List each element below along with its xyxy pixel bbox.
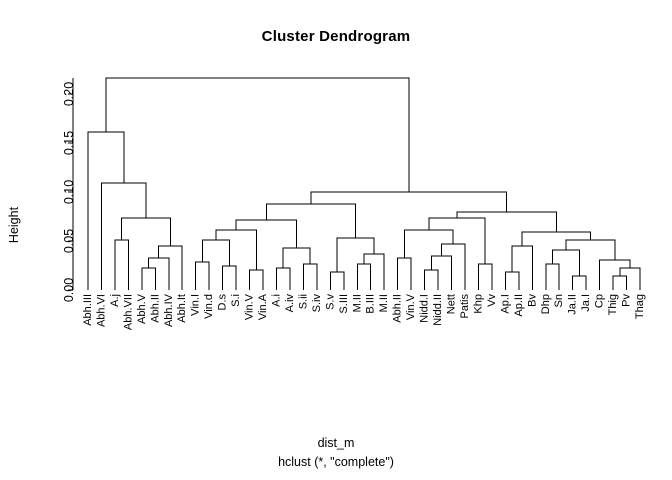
dendrogram-link — [511, 245, 533, 290]
leaf-label: Vin.V — [405, 293, 417, 320]
dendrogram-link — [565, 239, 616, 260]
dendrogram-link — [101, 182, 147, 290]
dendrogram-link — [428, 217, 486, 264]
leaf-label: Thag — [634, 294, 646, 319]
dendrogram-link — [87, 131, 125, 290]
leaf-label: Sn — [553, 294, 565, 307]
leaf-label: M.II — [351, 294, 363, 312]
leaf-label: Abh.II — [392, 294, 404, 323]
dendrogram-link — [310, 191, 508, 212]
dendrogram-link — [105, 77, 410, 192]
dendrogram-link — [276, 267, 291, 290]
y-axis: 0.00 0.05 0.10 0.15 0.20 — [62, 78, 76, 302]
leaf-label: S.i — [230, 294, 242, 307]
leaf-label: Khp — [472, 294, 484, 314]
leaf-label: Vin.A — [257, 293, 269, 320]
leaf-label: Patis — [459, 294, 471, 319]
dendrogram-link — [121, 217, 171, 246]
dendrogram-link — [440, 243, 466, 290]
x-axis-label: dist_m — [317, 436, 355, 450]
dendrogram-link — [201, 239, 230, 266]
dendrogram-link — [141, 267, 156, 290]
leaf-label: Ja.I — [580, 294, 592, 312]
leaf-label: A.i — [271, 294, 283, 307]
leaf-label: Vin.I — [190, 294, 202, 316]
dendrogram-link — [521, 231, 591, 246]
dendrogram-link — [504, 271, 520, 290]
leaf-label: A.j — [109, 294, 121, 307]
leaf-label: Dhp — [540, 294, 552, 314]
x-axis-sublabel: hclust (*, "complete") — [278, 455, 394, 469]
dendrogram-link — [619, 267, 641, 290]
leaf-label: B.III — [365, 294, 377, 314]
dendrogram-link — [397, 257, 412, 290]
leaf-label: Thig — [607, 294, 619, 315]
leaf-label: Abh.III — [82, 294, 94, 326]
dendrogram-link — [599, 259, 631, 290]
page-title: Cluster Dendrogram — [261, 28, 411, 45]
leaf-label: Ap.I — [499, 294, 511, 314]
leaf-label: Vin.V — [244, 293, 256, 320]
leaf-label: S.iv — [311, 294, 323, 313]
ytick-3: 0.15 — [62, 131, 76, 155]
dendrogram-link — [424, 269, 439, 290]
dendrogram-tree — [87, 77, 641, 290]
dendrogram-link — [265, 203, 357, 238]
dendrogram-link — [477, 263, 493, 290]
dendrogram-link — [336, 237, 375, 272]
ytick-1: 0.05 — [62, 229, 76, 253]
leaf-label: Abh.II — [149, 294, 161, 323]
dendrogram-link — [403, 229, 454, 258]
leaf-label: Ap.II — [513, 294, 525, 317]
leaf-label: Nidd.II — [432, 294, 444, 326]
dendrogram-link — [222, 265, 237, 290]
dendrogram-link — [572, 275, 587, 290]
leaf-label: Nidd.I — [419, 294, 431, 323]
dendrogram-link — [249, 269, 264, 290]
dendrogram-link — [302, 263, 318, 290]
leaf-label: Pv — [621, 294, 633, 307]
leaf-label: Abh.It — [176, 294, 188, 323]
ytick-0: 0.00 — [62, 278, 76, 302]
dendrogram-link — [612, 275, 627, 290]
leaf-label: S.ii — [297, 294, 309, 309]
dendrogram-link — [545, 263, 560, 290]
leaf-label: Ja.II — [567, 294, 579, 315]
leaf-label: D.s — [217, 294, 229, 311]
dendrogram-link — [195, 261, 210, 290]
ytick-4: 0.20 — [62, 82, 76, 106]
dendrogram-link — [235, 219, 298, 248]
leaf-label: M.II — [378, 294, 390, 312]
leaf-label: S.III — [338, 294, 350, 314]
dendrogram-link — [114, 239, 129, 290]
dendrogram-link — [430, 255, 452, 290]
leaf-label: Nett — [446, 294, 458, 314]
dendrogram-link — [215, 229, 257, 270]
leaf-label: Abh.IV — [163, 293, 175, 327]
leaf-label: Bv — [526, 294, 538, 307]
dendrogram-link — [356, 263, 372, 290]
leaf-label: Abh.VI — [96, 294, 108, 327]
dendrogram-link — [329, 271, 345, 290]
ytick-2: 0.10 — [62, 180, 76, 204]
dendrogram-link — [282, 247, 311, 268]
leaf-label: Abh.VII — [122, 294, 134, 330]
dendrogram-link — [552, 249, 580, 276]
dendrogram-link — [363, 253, 385, 290]
dendrogram-link — [456, 211, 557, 232]
leaf-label: Abh.V — [136, 293, 148, 324]
dendrogram-link — [158, 245, 183, 290]
leaf-label: S.v — [324, 294, 336, 310]
leaf-label: A.iv — [284, 294, 296, 313]
leaf-label: Cp — [594, 294, 606, 308]
leaf-label: Vin.d — [203, 294, 215, 319]
leaf-label: Vv — [486, 294, 498, 307]
dendrogram-link — [148, 257, 170, 290]
